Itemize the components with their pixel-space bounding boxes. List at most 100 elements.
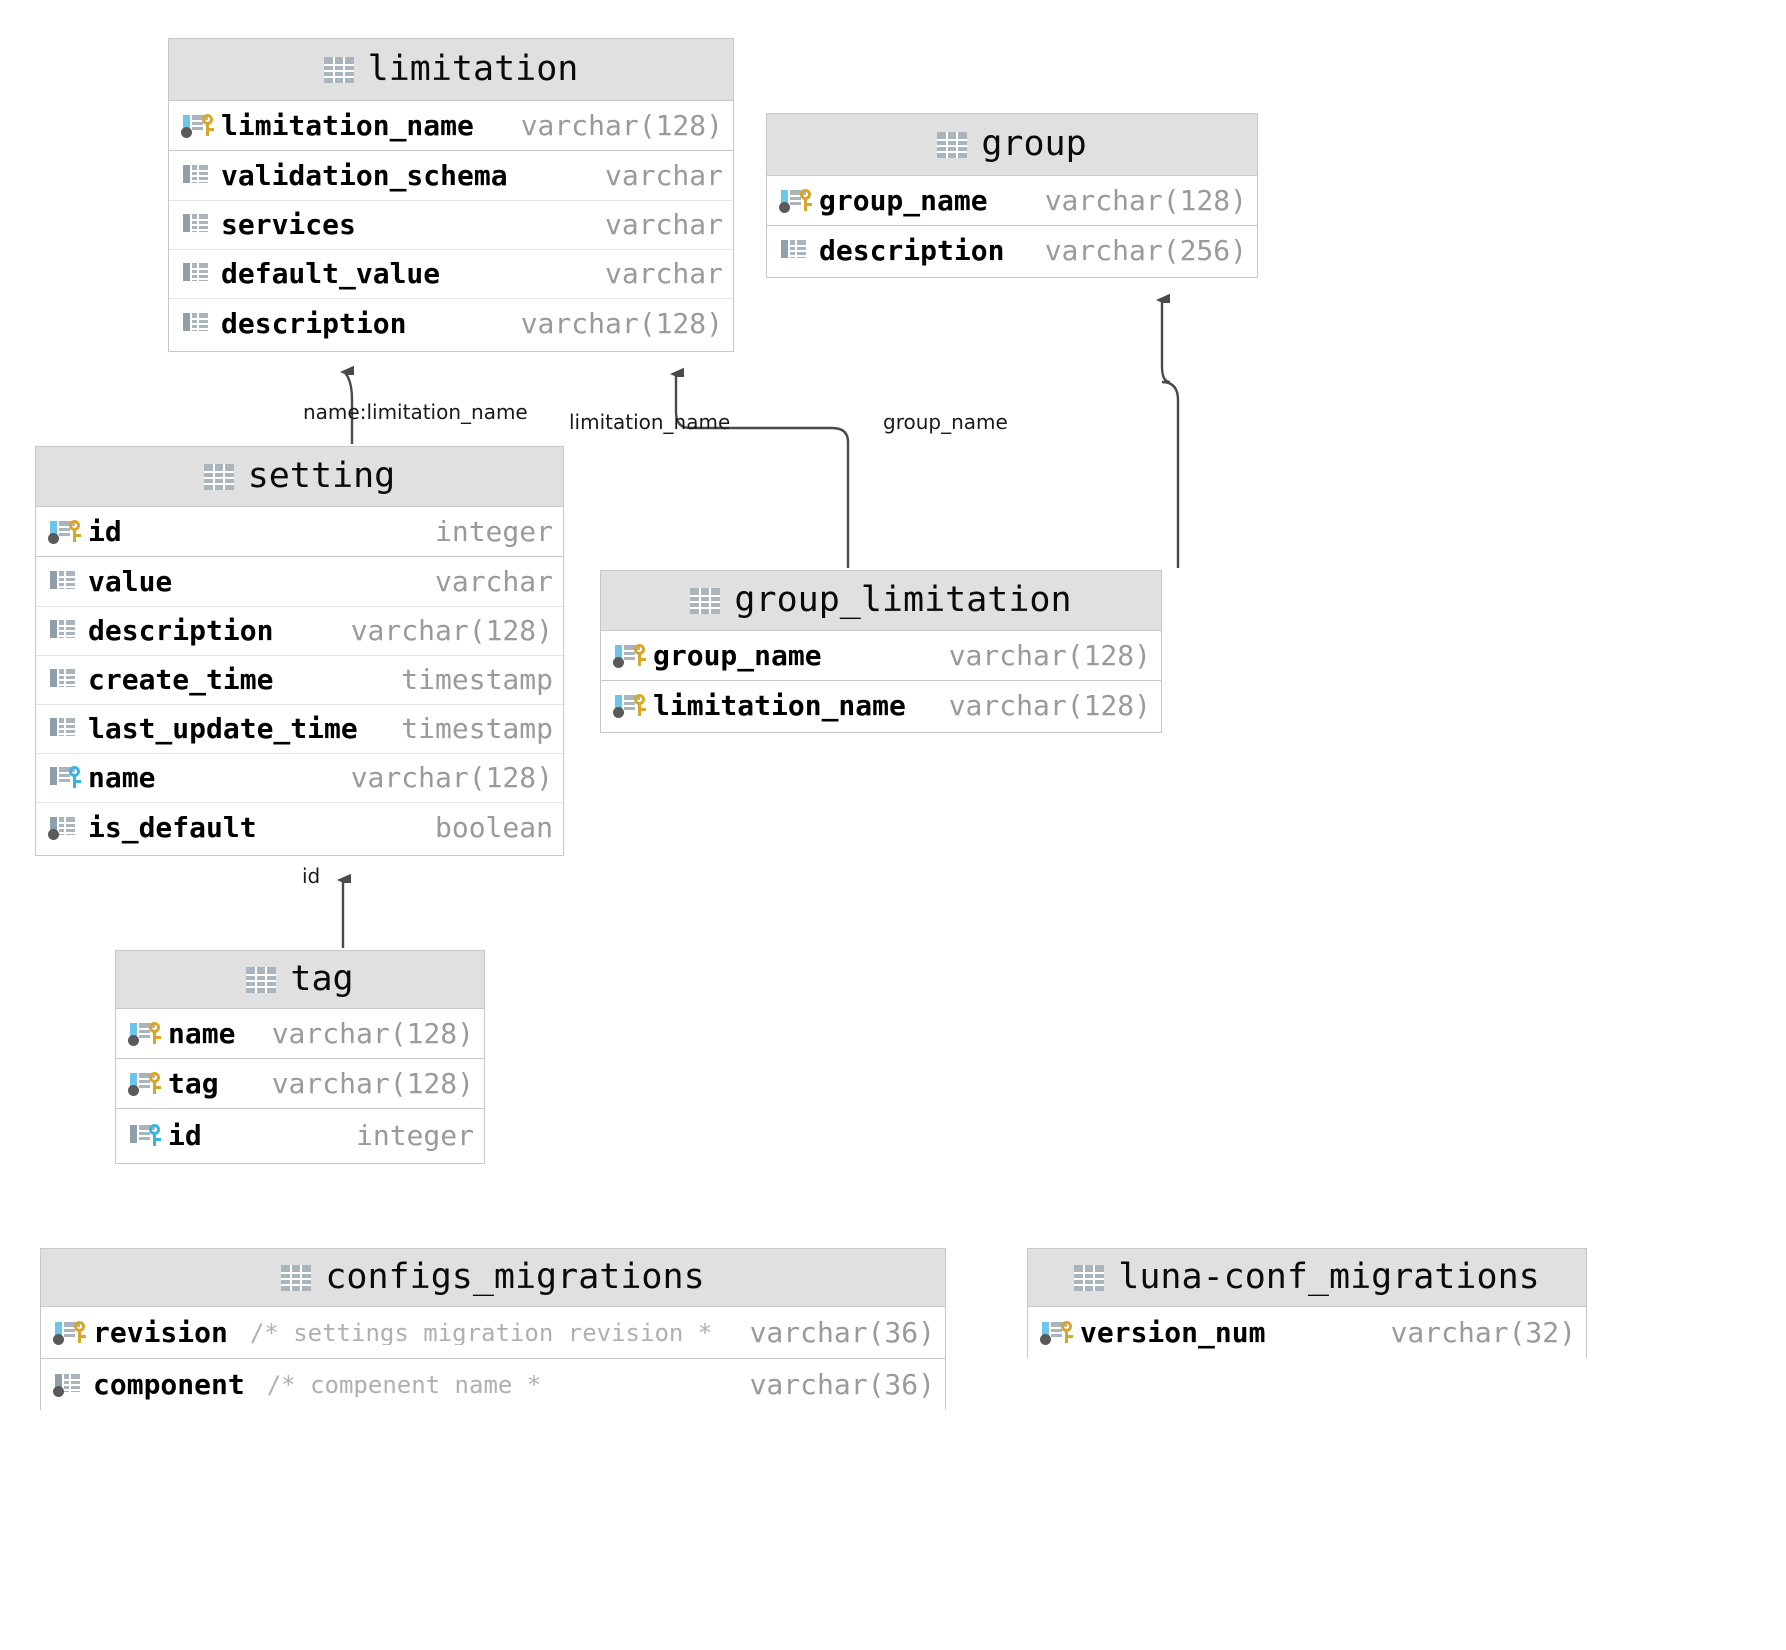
column-name: is_default	[88, 811, 257, 844]
column-comment: /* settings migration revision *	[249, 1320, 713, 1345]
column-name: value	[88, 564, 173, 598]
column-name: group_name	[819, 183, 988, 217]
column-name: create_time	[88, 663, 274, 696]
entity-header-configs-migrations[interactable]: configs_migrations	[41, 1249, 945, 1307]
table-row[interactable]: services varchar	[169, 201, 733, 250]
table-icon	[203, 463, 234, 490]
column-name: name	[168, 1016, 236, 1050]
primary-key-icon	[1040, 1318, 1074, 1348]
column-type: timestamp	[401, 663, 553, 696]
column-type: varchar(32)	[1390, 1316, 1576, 1349]
table-row[interactable]: create_time timestamp	[36, 656, 563, 705]
table-row[interactable]: value varchar	[36, 557, 563, 607]
table-row[interactable]: id integer	[36, 507, 563, 557]
column-type: varchar(128)	[520, 108, 723, 142]
entity-header-group-limitation[interactable]: group_limitation	[601, 571, 1161, 631]
column-name: services	[221, 208, 356, 241]
primary-key-icon	[128, 1019, 162, 1049]
table-row[interactable]: id integer	[116, 1109, 484, 1163]
entity-header-group[interactable]: group	[767, 114, 1257, 176]
column-type: varchar	[604, 158, 723, 192]
entity-title: group	[981, 124, 1087, 164]
entity-header-setting[interactable]: setting	[36, 447, 563, 507]
table-row[interactable]: version_num varchar(32)	[1028, 1307, 1586, 1359]
column-type: integer	[434, 514, 553, 548]
column-name: description	[88, 614, 274, 647]
entity-header-tag[interactable]: tag	[116, 951, 484, 1009]
entity-title: limitation	[367, 49, 579, 89]
column-type: integer	[355, 1119, 474, 1152]
entity-header-luna-conf-migrations[interactable]: luna-conf_migrations	[1028, 1249, 1586, 1307]
column-type: boolean	[434, 811, 553, 844]
table-row[interactable]: limitation_name varchar(128)	[601, 681, 1161, 731]
column-name: description	[221, 307, 407, 340]
column-name: validation_schema	[221, 158, 508, 192]
edge-grouplimitation-group	[1162, 300, 1180, 568]
table-row[interactable]: last_update_time timestamp	[36, 705, 563, 754]
entity-title: group_limitation	[734, 580, 1072, 620]
edge-label-grouplimitation-group: group_name	[883, 410, 1008, 434]
column-icon	[181, 210, 215, 240]
column-type: varchar(36)	[749, 1315, 935, 1349]
index-key-icon	[48, 763, 82, 793]
column-type: timestamp	[401, 712, 553, 745]
table-row[interactable]: name varchar(128)	[116, 1009, 484, 1059]
column-type: varchar(128)	[271, 1066, 474, 1100]
column-type: varchar(128)	[948, 638, 1151, 672]
entity-tag[interactable]: tag name varchar(128) tag varchar(128) i…	[115, 950, 485, 1164]
table-icon	[323, 56, 354, 83]
column-name: tag	[168, 1066, 219, 1100]
entity-setting[interactable]: setting id integer value varchar descrip…	[35, 446, 564, 856]
column-type: varchar	[434, 564, 553, 598]
column-name: name	[88, 761, 156, 794]
table-row[interactable]: is_default boolean	[36, 803, 563, 853]
primary-key-icon	[48, 517, 82, 547]
column-icon	[48, 567, 82, 597]
column-name: description	[819, 234, 1005, 267]
edge-label-setting-limitation: name:limitation_name	[303, 400, 528, 424]
table-row[interactable]: description varchar(256)	[767, 226, 1257, 276]
column-icon	[48, 665, 82, 695]
edge-label-tag-setting: id	[302, 864, 321, 888]
column-name: id	[168, 1119, 202, 1152]
table-row[interactable]: tag varchar(128)	[116, 1059, 484, 1109]
table-row[interactable]: default_value varchar	[169, 250, 733, 299]
column-type: varchar	[604, 208, 723, 241]
entity-luna-conf-migrations[interactable]: luna-conf_migrations version_num varchar…	[1027, 1248, 1587, 1359]
primary-key-icon	[613, 641, 647, 671]
column-type: varchar(256)	[1044, 234, 1247, 267]
entity-title: tag	[290, 959, 354, 999]
column-name: revision	[93, 1315, 228, 1349]
table-row[interactable]: revision /* settings migration revision …	[41, 1307, 945, 1359]
entity-limitation[interactable]: limitation limitation_name varchar(128) …	[168, 38, 734, 352]
table-row[interactable]: component /* compenent name * varchar(36…	[41, 1359, 945, 1411]
column-name: group_name	[653, 638, 822, 672]
table-row[interactable]: limitation_name varchar(128)	[169, 101, 733, 151]
table-row[interactable]: group_name varchar(128)	[767, 176, 1257, 226]
table-row[interactable]: name varchar(128)	[36, 754, 563, 803]
table-icon	[1074, 1264, 1105, 1291]
column-type: varchar(128)	[350, 614, 553, 647]
entity-header-limitation[interactable]: limitation	[169, 39, 733, 101]
column-name: last_update_time	[88, 712, 358, 745]
table-icon	[690, 587, 721, 614]
entity-title: setting	[247, 456, 396, 496]
table-row[interactable]: description varchar(128)	[169, 299, 733, 349]
table-row[interactable]: validation_schema varchar	[169, 151, 733, 201]
column-comment: /* compenent name *	[266, 1373, 542, 1397]
entity-group-limitation[interactable]: group_limitation group_name varchar(128)…	[600, 570, 1162, 733]
table-row[interactable]: group_name varchar(128)	[601, 631, 1161, 681]
entity-configs-migrations[interactable]: configs_migrations revision /* settings …	[40, 1248, 946, 1411]
entity-title: configs_migrations	[325, 1257, 705, 1297]
table-row[interactable]: description varchar(128)	[36, 607, 563, 656]
column-icon	[181, 309, 215, 339]
column-type: varchar(36)	[749, 1368, 935, 1401]
table-icon	[281, 1264, 312, 1291]
entity-group[interactable]: group group_name varchar(128) descriptio…	[766, 113, 1258, 278]
entity-title: luna-conf_migrations	[1118, 1257, 1540, 1297]
edge-grouplimitation-limitation	[676, 374, 850, 568]
primary-key-icon	[613, 691, 647, 721]
column-name: component	[93, 1368, 245, 1401]
primary-key-icon	[53, 1318, 87, 1348]
